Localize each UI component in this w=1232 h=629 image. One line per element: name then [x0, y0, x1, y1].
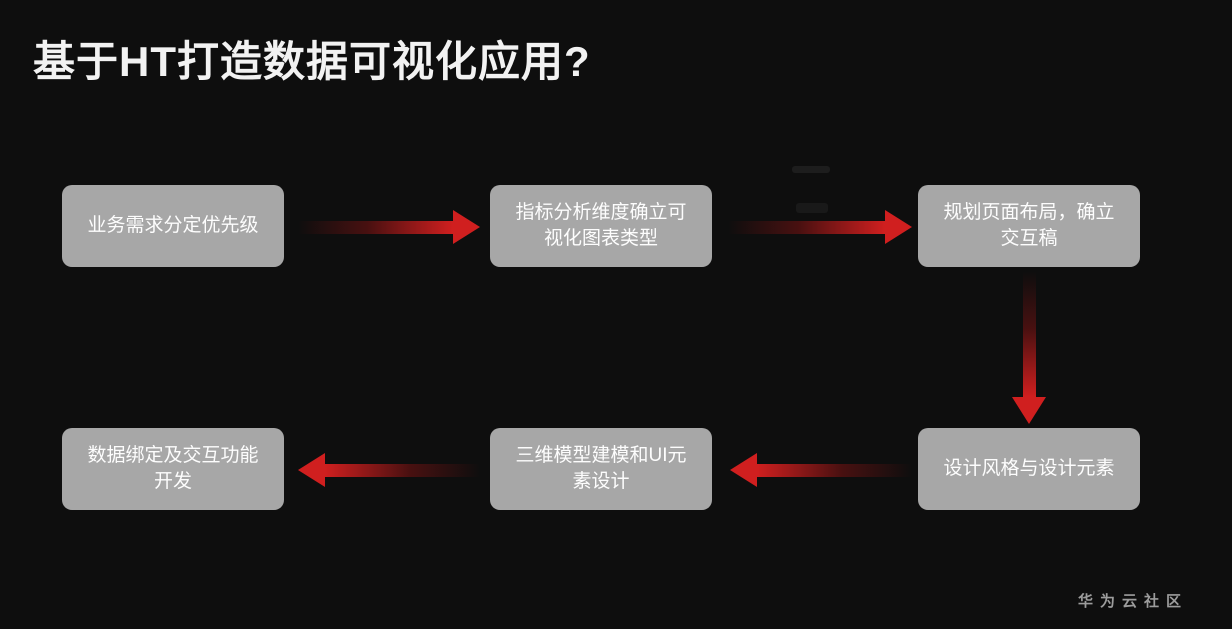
arrow-shaft	[728, 220, 885, 234]
background-artifact	[792, 166, 830, 173]
arrow-right-icon	[728, 210, 912, 244]
arrow-left-icon	[730, 453, 912, 487]
arrow-shaft	[1022, 272, 1036, 397]
arrow-shaft	[325, 463, 480, 477]
arrow-head-icon	[1012, 397, 1046, 424]
arrow-head-icon	[730, 453, 757, 487]
arrow-down-icon	[1012, 272, 1046, 424]
flow-node-design-style: 设计风格与设计元素	[918, 428, 1140, 510]
arrow-head-icon	[885, 210, 912, 244]
arrow-head-icon	[453, 210, 480, 244]
arrow-shaft	[298, 220, 453, 234]
flow-node-page-layout: 规划页面布局，确立 交互稿	[918, 185, 1140, 267]
flow-node-3d-modeling: 三维模型建模和UI元 素设计	[490, 428, 712, 510]
arrow-shaft	[757, 463, 912, 477]
watermark: 华为云社区	[1077, 593, 1188, 610]
flow-node-chart-type: 指标分析维度确立可 视化图表类型	[490, 185, 712, 267]
arrow-right-icon	[298, 210, 480, 244]
flow-node-data-binding: 数据绑定及交互功能 开发	[62, 428, 284, 510]
page-title: 基于HT打造数据可视化应用?	[33, 38, 591, 85]
flow-node-business-priority: 业务需求分定优先级	[62, 185, 284, 267]
background-artifact	[796, 203, 828, 213]
arrow-head-icon	[298, 453, 325, 487]
arrow-left-icon	[298, 453, 480, 487]
